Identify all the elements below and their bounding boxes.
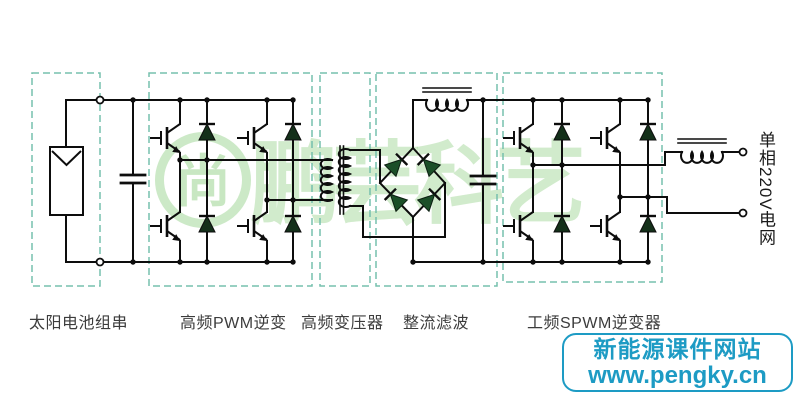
section-label-solar: 太阳电池组串 (29, 315, 129, 332)
igbt-switches (148, 122, 622, 243)
grid-terminal-bottom (738, 208, 748, 218)
section-label-rectifier: 整流滤波 (403, 315, 470, 332)
solar-cell-symbol (49, 146, 84, 216)
website-url[interactable]: www.pengky.cn (588, 362, 767, 389)
terminal-circles (95, 95, 748, 267)
grid-terminal-top (738, 147, 748, 157)
dashed-box-transformer (319, 72, 371, 287)
dashed-box-pwm-inverter (148, 72, 313, 287)
dashed-box-rectifier (375, 72, 498, 287)
dashed-box-solar (31, 72, 101, 287)
site-badge[interactable]: 新能源课件网站 www.pengky.cn (562, 333, 793, 392)
section-boxes (31, 72, 663, 287)
site-name: 新能源课件网站 (593, 336, 762, 362)
dashed-box-spwm-inverter (502, 72, 663, 283)
junction-dots (130, 97, 651, 265)
rectifier-bridge-diodes (383, 152, 442, 213)
grid-label: 单相220V电网 (756, 131, 775, 247)
section-label-transformer: 高频变压器 (301, 315, 384, 332)
section-label-pwm: 高频PWM逆变 (180, 315, 287, 332)
section-label-spwm: 工频SPWM逆变器 (527, 315, 662, 332)
